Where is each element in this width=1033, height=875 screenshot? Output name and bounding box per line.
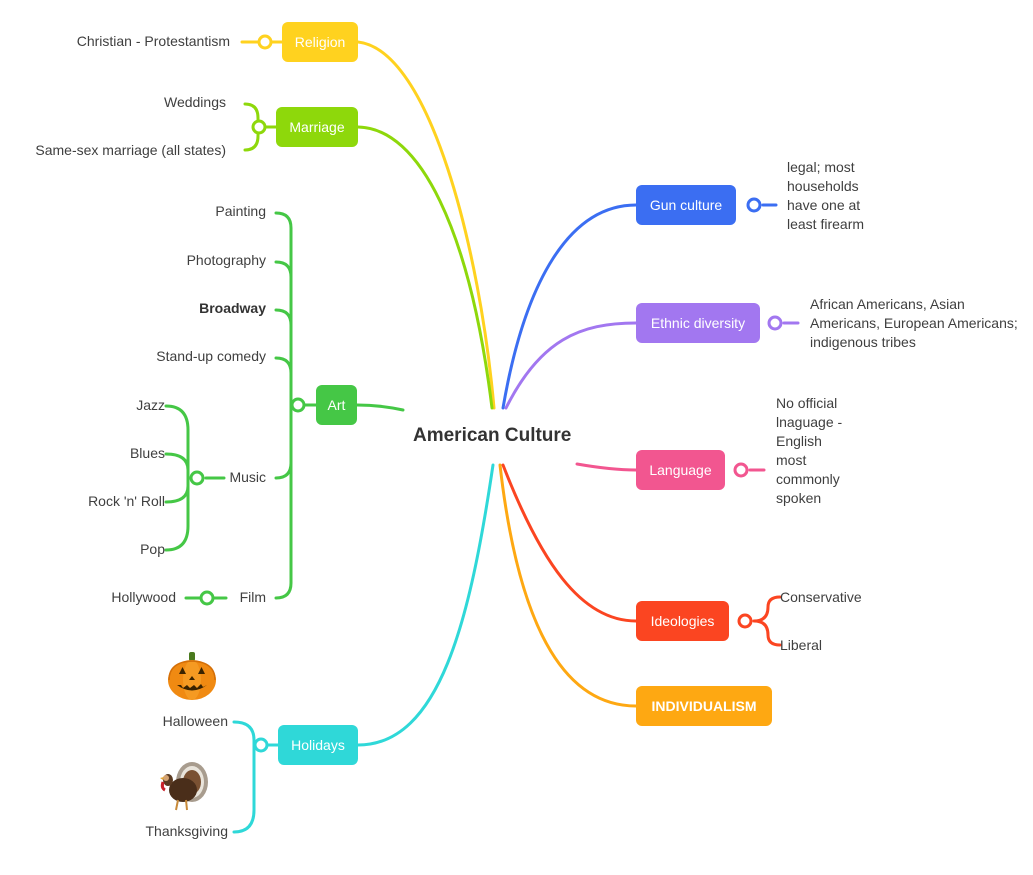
node-holidays[interactable]: Holidays [278,725,358,765]
label-broadway[interactable]: Broadway [199,300,266,316]
node-marriage[interactable]: Marriage [276,107,358,147]
connector-ethnic [504,321,638,410]
label-halloween[interactable]: Halloween [162,713,228,729]
connector-language [575,462,638,472]
label-weddings[interactable]: Weddings [163,94,226,110]
connector-religion [356,40,496,410]
label-standup-comedy[interactable]: Stand-up comedy [156,348,266,364]
connector-music-children [164,404,226,552]
junction-film [199,590,215,606]
label-christian-protestantism[interactable]: Christian - Protestantism [76,33,230,49]
node-religion[interactable]: Religion [282,22,358,62]
label-film[interactable]: Film [239,589,266,605]
connector-individualism [498,463,638,708]
connector-holidays-children [232,720,280,834]
connector-holidays [356,463,495,747]
label-thanksgiving[interactable]: Thanksgiving [145,823,229,839]
connector-marriage [356,125,494,410]
central-topic[interactable]: American Culture [413,425,572,446]
label-hollywood[interactable]: Hollywood [111,589,176,605]
junction-marriage [251,119,267,135]
node-gun-culture[interactable]: Gun culture [636,185,736,225]
note-language[interactable]: No official lnaguage - English most comm… [776,395,843,506]
label-music[interactable]: Music [229,469,266,485]
label-liberal[interactable]: Liberal [780,637,823,653]
connector-art [355,403,405,412]
jack-o-lantern-icon [168,652,216,700]
node-individualism[interactable]: INDIVIDUALISM [636,686,772,726]
label-painting[interactable]: Painting [215,203,266,219]
turkey-icon [160,762,208,811]
label-conservative[interactable]: Conservative [780,589,862,605]
junction-music [189,470,205,486]
connector-gun [501,203,638,410]
connector-ideologies [501,463,638,623]
junction-religion [257,34,273,50]
label-rock-n-roll[interactable]: Rock 'n' Roll [88,493,165,509]
label-pop[interactable]: Pop [140,541,165,557]
junction-ethnic [767,315,783,331]
connector-ideologies-children [752,595,782,647]
label-photography[interactable]: Photography [186,252,266,268]
node-ethnic-diversity[interactable]: Ethnic diversity [636,303,760,343]
junction-ideologies [737,613,753,629]
junction-holidays [253,737,269,753]
note-gun-culture[interactable]: legal; most households have one at least… [787,159,865,232]
label-blues[interactable]: Blues [129,445,165,461]
node-language[interactable]: Language [636,450,725,490]
label-jazz[interactable]: Jazz [136,397,165,413]
node-art[interactable]: Art [316,385,357,425]
junction-art [290,397,306,413]
note-ethnic-diversity[interactable]: African Americans, Asian Americans, Euro… [810,296,1018,350]
label-same-sex-marriage[interactable]: Same-sex marriage (all states) [35,142,226,158]
junction-language [733,462,749,478]
junction-gun [746,197,762,213]
node-ideologies[interactable]: Ideologies [636,601,729,641]
